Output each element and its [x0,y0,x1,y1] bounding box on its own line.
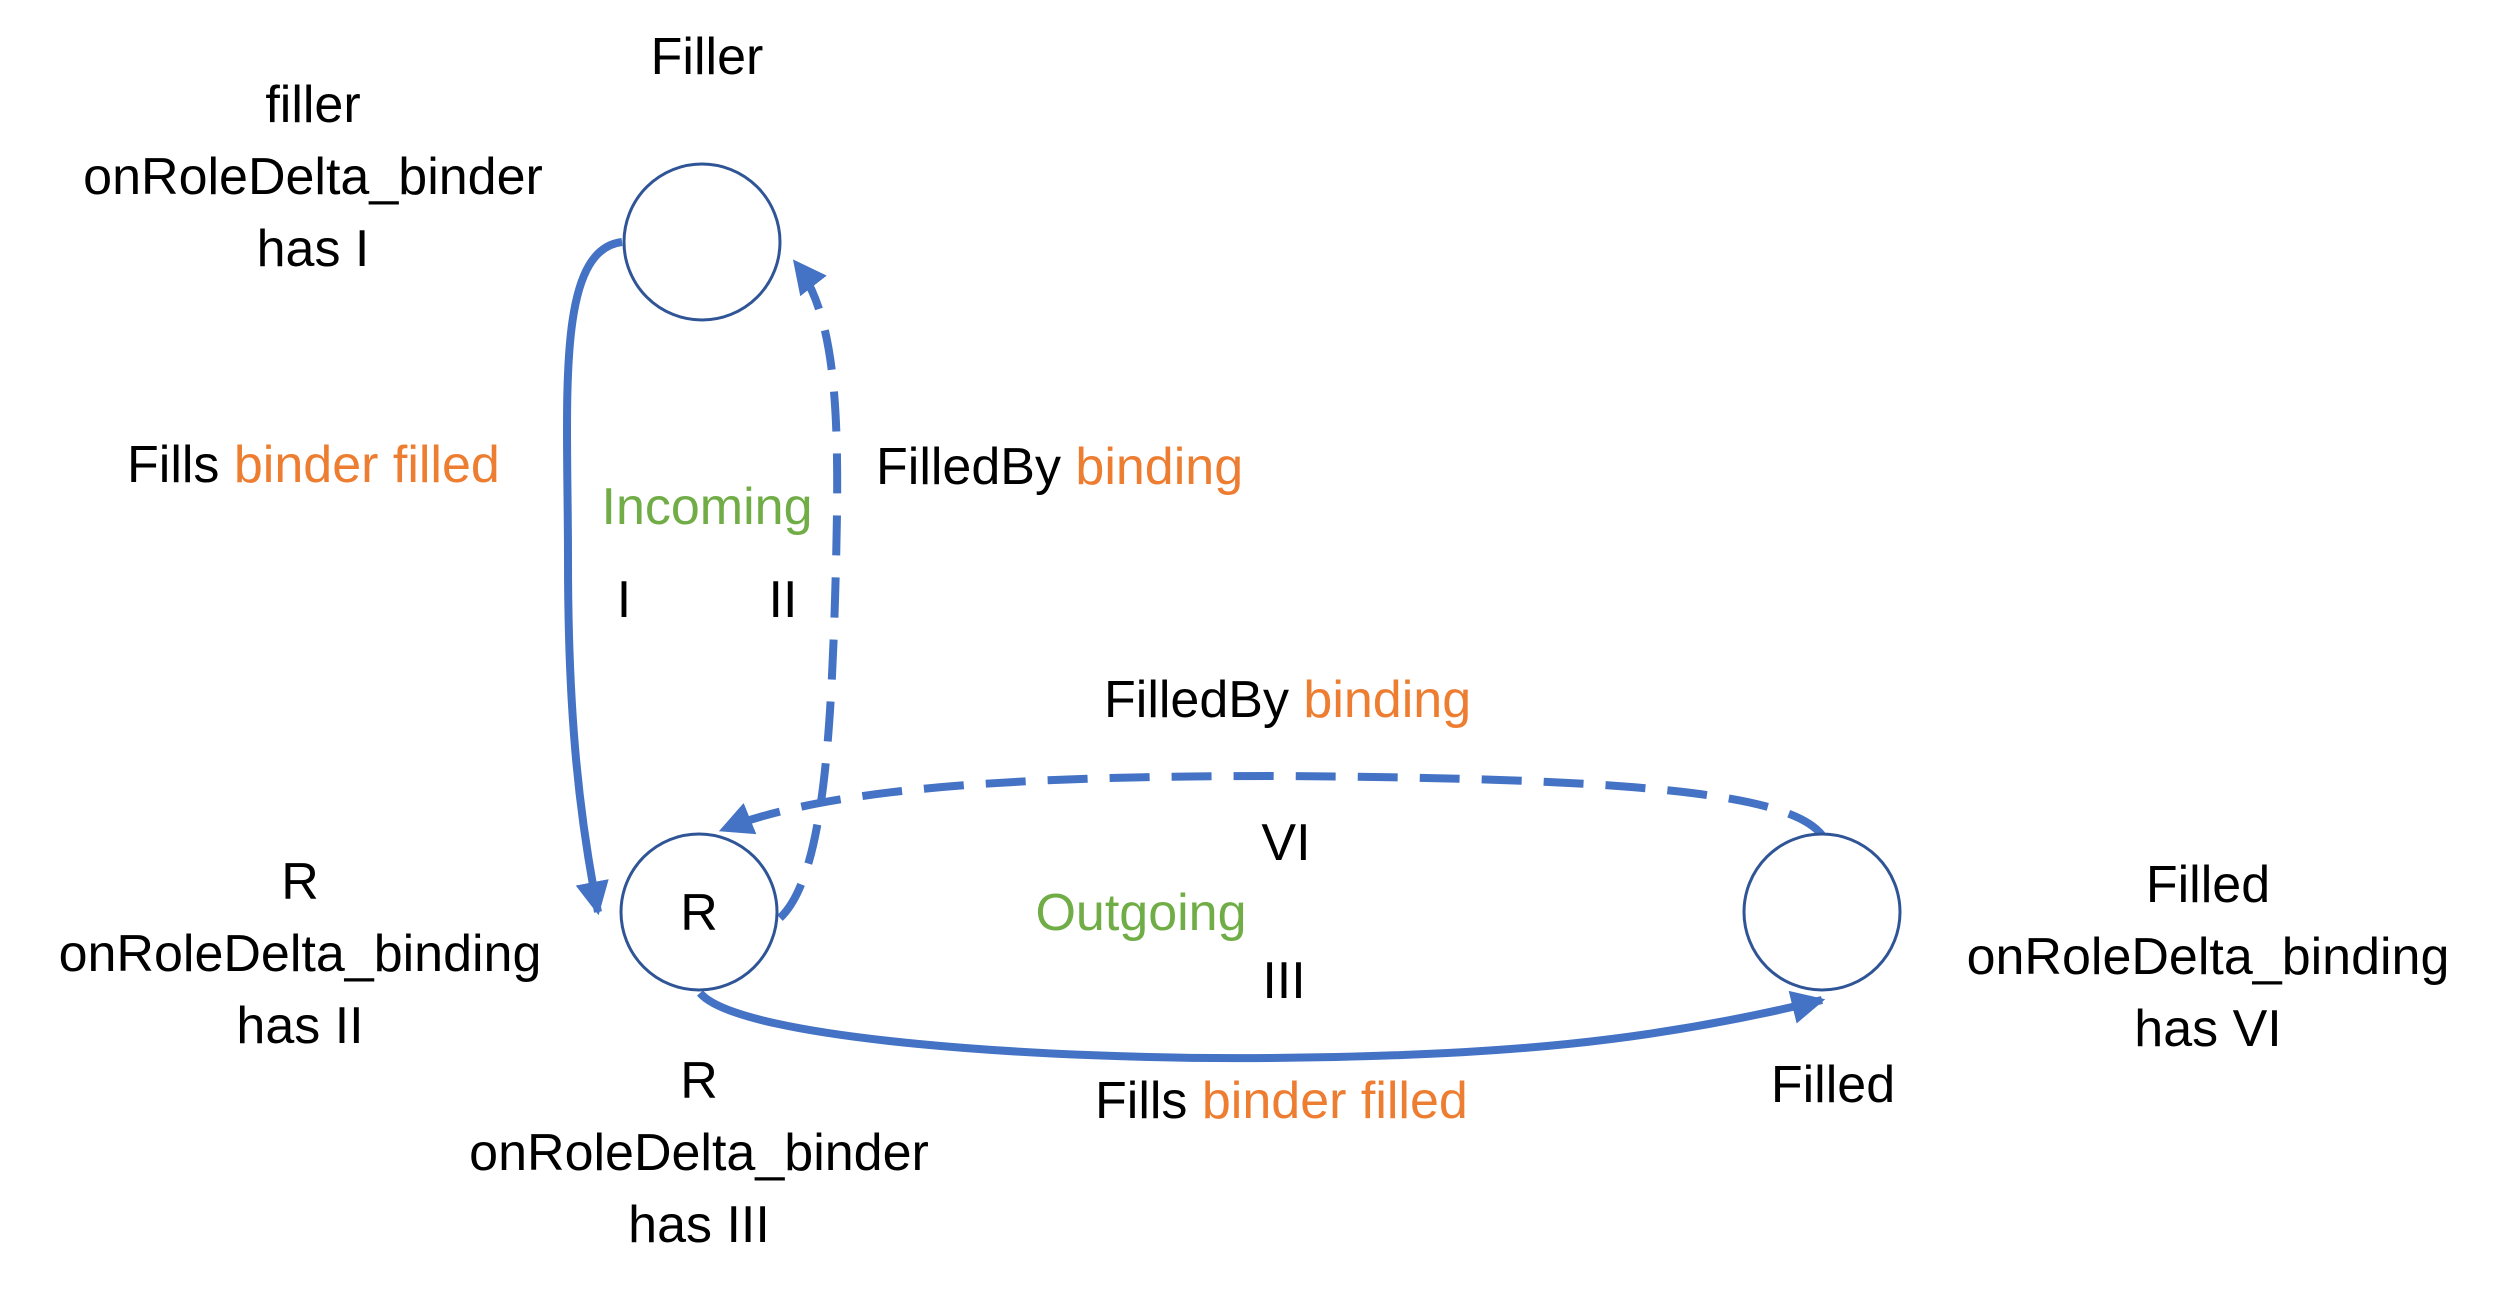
edge-r-to-filled[interactable] [696,990,1826,1063]
note-filled: Filled onRoleDelta_binding has VI [1967,856,2450,1058]
edge-numeral-vi: VI [1261,814,1310,872]
note-line: onRoleDelta_binder [469,1124,929,1182]
node-filler[interactable]: Filler [622,28,782,322]
note-line: filler [265,76,360,134]
note-line: has II [236,997,363,1055]
note-line: onRoleDelta_binder [83,148,543,206]
edge-numeral-ii: II [769,571,798,629]
note-r-binder: R onRoleDelta_binder has III [469,1052,929,1254]
edge-role: binder filled [234,436,500,494]
edge-name: FilledBy [1104,671,1289,729]
note-r-binding: R onRoleDelta_binding has II [59,853,542,1055]
group-label-outgoing: Outgoing [1035,884,1246,942]
note-line: has I [257,220,370,278]
edges [563,238,1826,1063]
note-line: onRoleDelta_binding [59,925,542,983]
edge-label-filledby-top: FilledBy binding [876,438,1243,496]
edge-r-to-filler[interactable] [777,259,842,921]
node-r-label: R [680,884,718,942]
note-line: has III [628,1196,770,1254]
edge-role: binder filled [1202,1072,1468,1130]
note-line: R [281,853,319,911]
edge-numeral-iii: III [1262,952,1305,1010]
edge-role: binding [1303,671,1471,729]
edge-numeral-i: I [617,571,631,629]
node-r[interactable]: R [619,832,779,992]
edge-name: Fills [1095,1072,1187,1130]
edge-role: binding [1075,438,1243,496]
group-label-incoming: Incoming [602,478,813,536]
note-line: R [680,1052,718,1110]
note-filler: filler onRoleDelta_binder has I [83,76,543,278]
edge-label-filledby-bottom: FilledBy binding [1104,671,1471,729]
edge-name: FilledBy [876,438,1061,496]
node-filler-caption: Filler [651,28,764,86]
node-filled-caption: Filled [1771,1056,1895,1114]
note-line: Filled [2146,856,2270,914]
note-line: onRoleDelta_binding [1967,928,2450,986]
edge-filler-to-r[interactable] [563,238,623,916]
edge-label-fills-bottom: Fills binder filled [1095,1072,1468,1130]
note-line: has VI [2134,1000,2281,1058]
edge-name: Fills [127,436,219,494]
node-filled[interactable]: Filled [1742,832,1902,1114]
edge-filled-to-r[interactable] [718,771,1826,838]
edge-label-fills-left: Fills binder filled [127,436,500,494]
